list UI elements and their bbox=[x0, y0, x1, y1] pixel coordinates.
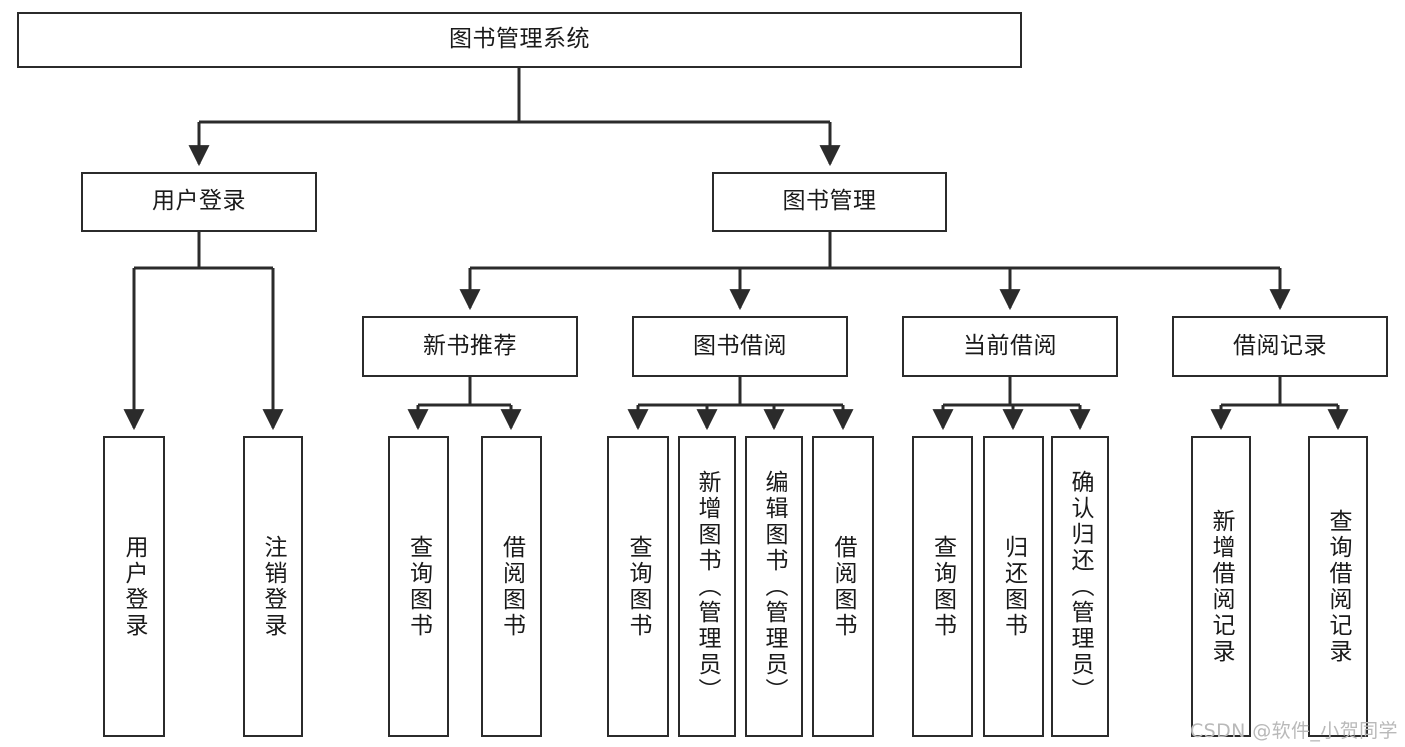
node-label: 新增借阅记录 bbox=[1208, 508, 1235, 665]
node-leaf-edit-book-admin[interactable]: 编辑图书（管理员） bbox=[745, 436, 803, 737]
node-current-borrow[interactable]: 当前借阅 bbox=[902, 316, 1118, 377]
node-label: 借阅图书 bbox=[830, 534, 857, 639]
node-label: 编辑图书（管理员） bbox=[761, 469, 788, 704]
node-book-manage[interactable]: 图书管理 bbox=[712, 172, 947, 232]
csdn-watermark: CSDN @软件_小贺同学 bbox=[1190, 720, 1398, 742]
node-leaf-return-book[interactable]: 归还图书 bbox=[983, 436, 1044, 737]
node-leaf-query-book-recommend[interactable]: 查询图书 bbox=[388, 436, 449, 737]
node-label: 归还图书 bbox=[1000, 534, 1027, 639]
node-label: 查询图书 bbox=[625, 534, 652, 639]
node-label: 新书推荐 bbox=[423, 332, 517, 359]
node-label: 注销登录 bbox=[260, 534, 287, 639]
node-leaf-query-book-current[interactable]: 查询图书 bbox=[912, 436, 973, 737]
node-new-book-recommend[interactable]: 新书推荐 bbox=[362, 316, 578, 377]
node-leaf-add-book-admin[interactable]: 新增图书（管理员） bbox=[678, 436, 736, 737]
node-label: 图书借阅 bbox=[693, 332, 787, 359]
node-label: 查询借阅记录 bbox=[1325, 508, 1352, 665]
node-label: 查询图书 bbox=[929, 534, 956, 639]
node-label: 查询图书 bbox=[405, 534, 432, 639]
node-leaf-query-borrow-record[interactable]: 查询借阅记录 bbox=[1308, 436, 1368, 737]
node-leaf-add-borrow-record[interactable]: 新增借阅记录 bbox=[1191, 436, 1251, 737]
node-label: 图书管理系统 bbox=[449, 26, 590, 53]
node-leaf-query-book-borrow[interactable]: 查询图书 bbox=[607, 436, 669, 737]
node-leaf-user-login[interactable]: 用户登录 bbox=[103, 436, 165, 737]
node-label: 用户登录 bbox=[121, 534, 148, 639]
node-label: 图书管理 bbox=[782, 188, 877, 215]
node-leaf-logout[interactable]: 注销登录 bbox=[243, 436, 303, 737]
node-leaf-confirm-return-admin[interactable]: 确认归还（管理员） bbox=[1051, 436, 1109, 737]
node-book-borrow[interactable]: 图书借阅 bbox=[632, 316, 848, 377]
node-label: 确认归还（管理员） bbox=[1067, 469, 1094, 704]
node-label: 新增图书（管理员） bbox=[694, 469, 721, 704]
node-label: 用户登录 bbox=[152, 188, 246, 215]
node-label: 借阅记录 bbox=[1233, 332, 1327, 359]
node-borrow-record[interactable]: 借阅记录 bbox=[1172, 316, 1388, 377]
node-leaf-borrow-book[interactable]: 借阅图书 bbox=[812, 436, 874, 737]
node-user-login[interactable]: 用户登录 bbox=[81, 172, 317, 232]
node-label: 当前借阅 bbox=[963, 332, 1057, 359]
node-label: 借阅图书 bbox=[498, 534, 525, 639]
node-root-system[interactable]: 图书管理系统 bbox=[17, 12, 1022, 68]
node-leaf-borrow-book-recommend[interactable]: 借阅图书 bbox=[481, 436, 542, 737]
